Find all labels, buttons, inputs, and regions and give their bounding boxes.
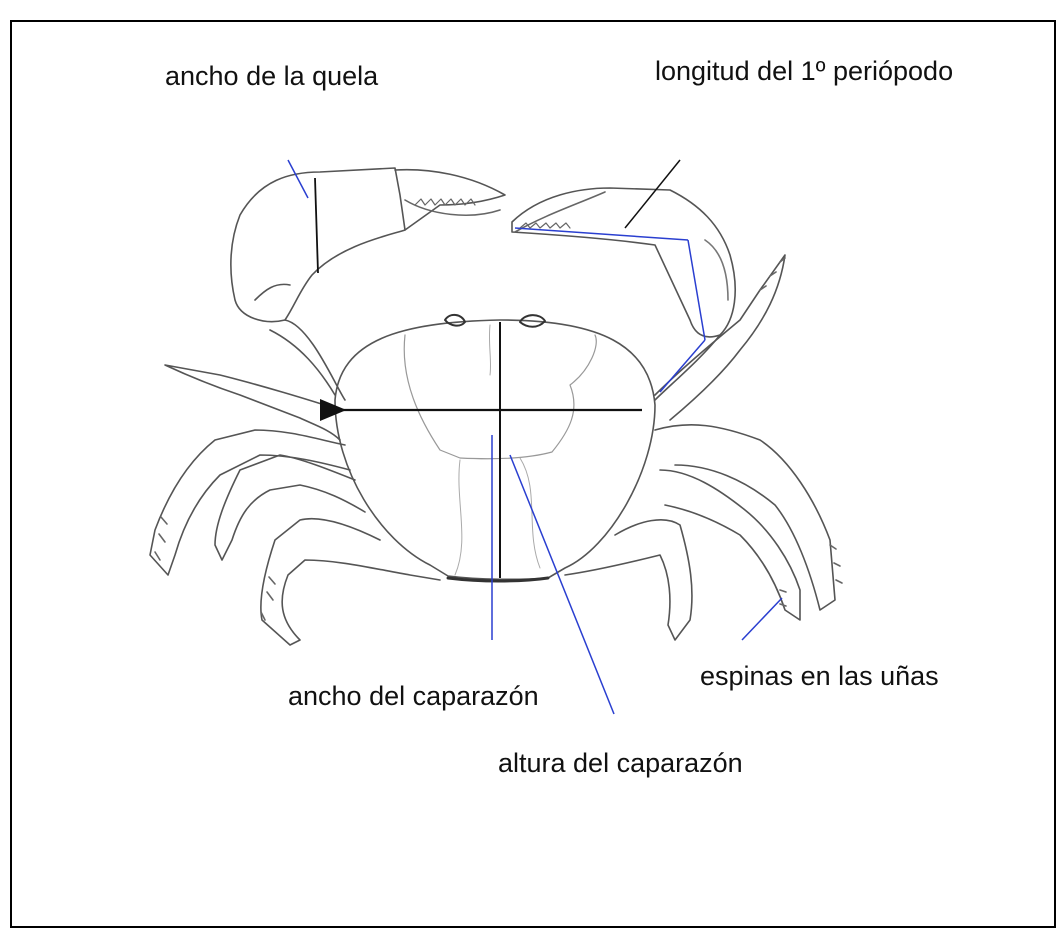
left-walking-legs (150, 365, 440, 645)
carapace-outline (335, 315, 655, 581)
label-carapace-width: ancho del caparazón (288, 681, 539, 711)
label-carapace-height: altura del caparazón (498, 748, 743, 778)
crab-drawing (150, 168, 842, 645)
right-cheliped (512, 188, 735, 400)
claw-width-pointer (288, 160, 308, 198)
first-leg-measure-b (688, 240, 705, 340)
claw-spines-pointer (742, 598, 782, 640)
label-first-leg-length: longitud del 1º periópodo (655, 56, 953, 86)
claw-width-line (315, 178, 318, 273)
label-claw-spines: espinas en las uñas (700, 661, 939, 691)
right-walking-legs (565, 255, 842, 640)
carapace-height-pointer (510, 455, 614, 714)
label-claw-width: ancho de la quela (165, 61, 379, 91)
left-cheliped (231, 168, 505, 400)
first-leg-pointer (625, 160, 680, 228)
first-leg-measure-c (660, 340, 705, 392)
